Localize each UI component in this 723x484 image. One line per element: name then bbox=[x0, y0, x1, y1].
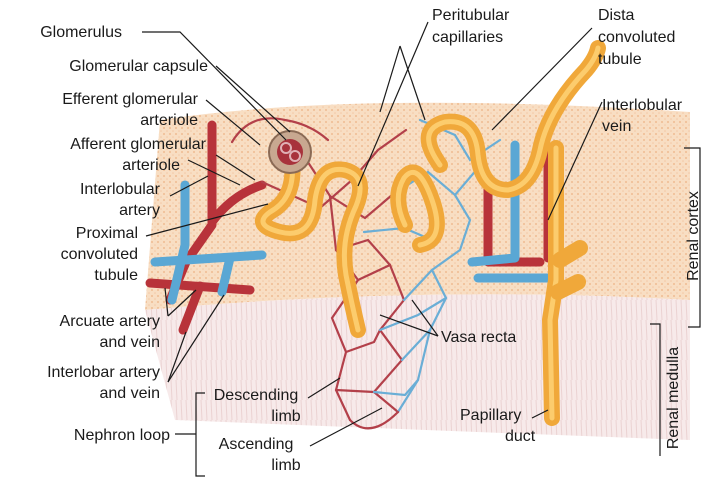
label-interlobular-vein-line1: Interlobular bbox=[602, 97, 683, 114]
label-glomerular-capsule: Glomerular capsule bbox=[69, 58, 208, 75]
label-peritubular-line1: Peritubular bbox=[432, 7, 510, 24]
label-interlobular-vein-line2: vein bbox=[602, 118, 631, 135]
label-interlobar-line1: Interlobar artery bbox=[47, 364, 160, 381]
label-interlobar-line2: and vein bbox=[100, 385, 161, 402]
label-ascending-line2: limb bbox=[271, 457, 300, 474]
label-distal-line2: convoluted bbox=[598, 29, 675, 46]
label-distal-line3: tubule bbox=[598, 51, 642, 68]
label-efferent-line2: arteriole bbox=[140, 112, 198, 129]
label-proximal-line2: convoluted bbox=[61, 246, 138, 263]
label-afferent-line1: Afferent glomerular bbox=[70, 136, 206, 153]
label-renal-medulla: Renal medulla bbox=[665, 347, 682, 449]
label-arcuate-line2: and vein bbox=[100, 334, 161, 351]
label-renal-cortex: Renal cortex bbox=[685, 191, 702, 281]
label-distal-line1: Dista bbox=[598, 7, 635, 24]
label-glomerulus: Glomerulus bbox=[40, 24, 122, 41]
label-descending-line1: Descending bbox=[214, 387, 299, 404]
label-ascending-line1: Ascending bbox=[219, 436, 294, 453]
label-vasa-recta: Vasa recta bbox=[441, 329, 516, 346]
label-arcuate-line1: Arcuate artery bbox=[60, 313, 160, 330]
glomerulus-body bbox=[269, 131, 311, 173]
label-proximal-line3: tubule bbox=[94, 267, 138, 284]
label-interlobular-artery-line2: artery bbox=[119, 202, 160, 219]
label-papillary-line1: Papillary bbox=[460, 407, 521, 424]
label-descending-line2: limb bbox=[271, 408, 300, 425]
label-efferent-line1: Efferent glomerular bbox=[62, 91, 198, 108]
label-peritubular-line2: capillaries bbox=[432, 29, 503, 46]
label-papillary-line2: duct bbox=[505, 428, 536, 445]
label-nephron-loop: Nephron loop bbox=[74, 427, 170, 444]
label-interlobular-artery-line1: Interlobular bbox=[80, 181, 161, 198]
label-afferent-line2: arteriole bbox=[122, 157, 180, 174]
label-proximal-line1: Proximal bbox=[76, 225, 138, 242]
